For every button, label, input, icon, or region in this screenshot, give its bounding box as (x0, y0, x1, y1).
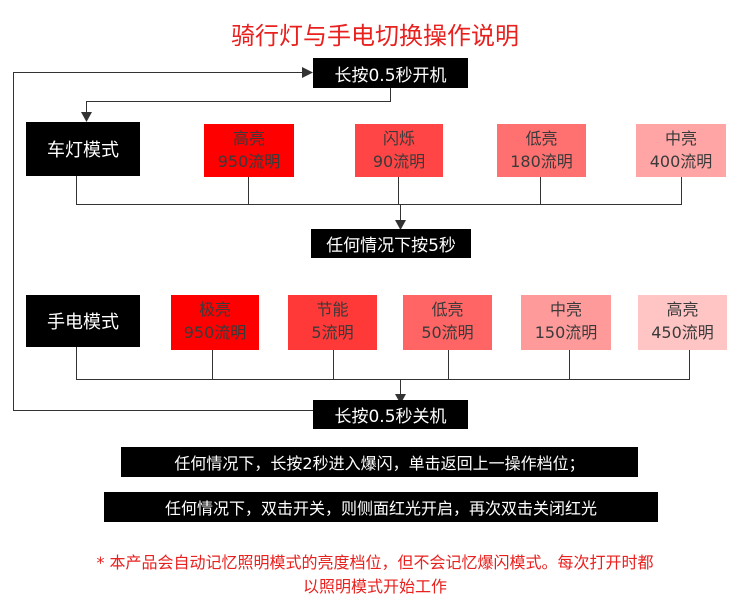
arrow-down-icon (395, 220, 406, 230)
bike-level-low: 低亮 180流明 (497, 124, 586, 177)
flash-drop-4 (448, 350, 449, 380)
flash-drop-5 (569, 350, 570, 380)
arrow-down-icon (81, 112, 92, 122)
flash-level-max: 极亮 950流明 (171, 295, 259, 350)
loop-line-top (13, 72, 305, 73)
level-name: 极亮 (198, 300, 231, 319)
flash-bus (76, 379, 690, 380)
bike-level-flash: 闪烁 90流明 (355, 124, 443, 177)
level-lumens: 950流明 (183, 323, 247, 342)
arrow-down-icon (395, 394, 406, 404)
level-lumens: 150流明 (534, 323, 598, 342)
info-redlight-bar: 任何情况下，双击开关，则侧面红光开启，再次双击关闭红光 (104, 492, 658, 522)
bike-level-mid: 中亮 400流明 (636, 124, 726, 177)
arrow-right-icon (302, 67, 313, 78)
level-name: 高亮 (666, 300, 699, 319)
page-title: 骑行灯与手电切换操作说明 (231, 22, 519, 50)
level-lumens: 90流明 (372, 152, 426, 171)
level-lumens: 5流明 (311, 323, 354, 342)
footnote-line-2: 以照明模式开始工作 (302, 577, 447, 596)
any-case-5s-box: 任何情况下按5秒 (311, 229, 471, 258)
connector-to-bike (86, 101, 391, 102)
connector-to-5s (400, 204, 401, 224)
connector-to-poweroff (400, 379, 401, 399)
flash-level-low: 低亮 50流明 (403, 295, 492, 350)
info-strobe-bar: 任何情况下，长按2秒进入爆闪，单击返回上一操作档位； (121, 447, 638, 477)
level-name: 低亮 (525, 129, 558, 148)
bike-drop-2 (248, 177, 249, 205)
flashlight-mode-label: 手电模式 (47, 312, 119, 333)
flash-drop-1 (76, 347, 77, 380)
info-redlight-text: 任何情况下，双击开关，则侧面红光开启，再次双击关闭红光 (164, 499, 597, 518)
power-off-box: 长按0.5秒关机 (313, 400, 468, 429)
level-lumens: 50流明 (421, 323, 474, 342)
info-strobe-text: 任何情况下，长按2秒进入爆闪，单击返回上一操作档位； (174, 454, 585, 473)
power-on-box: 长按0.5秒开机 (313, 58, 468, 88)
bike-drop-3 (398, 177, 399, 205)
bike-level-high: 高亮 950流明 (204, 124, 294, 177)
level-lumens: 400流明 (649, 152, 713, 171)
connector-poweron-down (390, 88, 391, 102)
flash-drop-2 (212, 350, 213, 380)
level-name: 节能 (316, 300, 349, 319)
level-lumens: 450流明 (651, 323, 714, 342)
bike-drop-4 (540, 177, 541, 205)
any-case-5s-label: 任何情况下按5秒 (326, 236, 456, 256)
level-name: 闪烁 (382, 129, 415, 148)
flash-drop-3 (333, 350, 334, 380)
level-name: 中亮 (664, 129, 697, 148)
power-off-label: 长按0.5秒关机 (334, 407, 447, 427)
level-name: 高亮 (232, 129, 265, 148)
footnote-line-1: * 本产品会自动记忆照明模式的亮度档位，但不会记忆爆闪模式。每次打开时都 (96, 553, 654, 572)
bike-mode-box: 车灯模式 (26, 122, 140, 176)
level-name: 中亮 (549, 300, 582, 319)
flash-level-mid: 中亮 150流明 (521, 295, 611, 350)
flashlight-mode-box: 手电模式 (26, 295, 140, 347)
bike-mode-label: 车灯模式 (47, 140, 119, 161)
bike-drop-1 (76, 176, 77, 205)
power-on-label: 长按0.5秒开机 (334, 65, 447, 86)
bike-drop-5 (681, 177, 682, 205)
level-lumens: 180流明 (510, 152, 573, 171)
loop-line-bottom (13, 410, 313, 411)
flash-drop-6 (689, 350, 690, 380)
flash-level-eco: 节能 5流明 (288, 295, 377, 350)
level-lumens: 950流明 (217, 152, 281, 171)
loop-line-left (13, 72, 14, 411)
level-name: 低亮 (431, 300, 464, 319)
bike-bus (76, 204, 682, 205)
flash-level-high: 高亮 450流明 (638, 295, 727, 350)
connector-bike-down (86, 101, 87, 116)
